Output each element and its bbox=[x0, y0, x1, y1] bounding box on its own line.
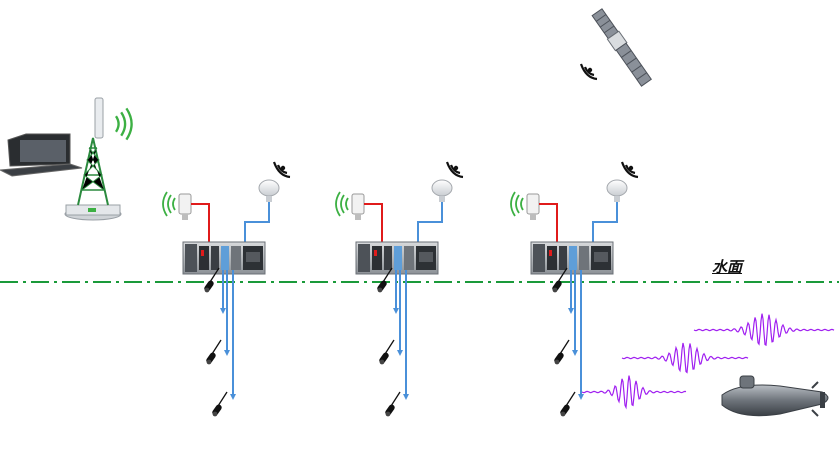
sonar-wave bbox=[693, 313, 835, 347]
sonar-wave bbox=[581, 375, 687, 410]
sonar-wave bbox=[621, 342, 749, 374]
laptop-icon bbox=[0, 133, 83, 177]
radio-tower-icon bbox=[64, 97, 133, 221]
buoy-node bbox=[511, 162, 638, 417]
submarine-icon bbox=[721, 375, 829, 417]
satellite-icon bbox=[591, 8, 652, 87]
satellite-signal-icon bbox=[579, 62, 599, 81]
buoy-node bbox=[163, 162, 290, 417]
buoy-node bbox=[336, 162, 463, 417]
water-surface-label: 水面 bbox=[712, 258, 743, 276]
